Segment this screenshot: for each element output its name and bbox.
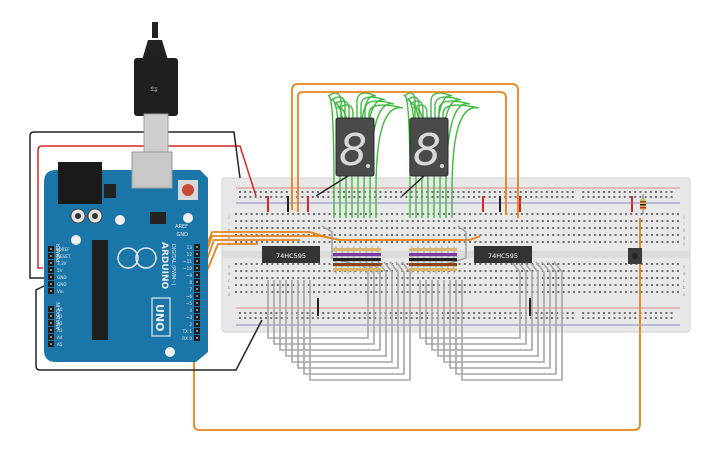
- pulldown-resistor: [640, 194, 646, 214]
- svg-text:g: g: [683, 236, 686, 241]
- shift-register-1[interactable]: 74HC595: [262, 246, 320, 263]
- resistor-array: [333, 246, 457, 274]
- atmega-chip: [92, 240, 108, 340]
- svg-text:~5: ~5: [186, 301, 193, 306]
- svg-text:j: j: [227, 214, 229, 220]
- logo-circles: [117, 247, 157, 269]
- svg-text:~9: ~9: [186, 273, 193, 278]
- usb-chip: [150, 212, 166, 224]
- analog-label: DIGITAL (PWM~): [170, 244, 176, 286]
- svg-text:8: 8: [189, 280, 192, 285]
- seven-segment-display-2[interactable]: 8: [409, 117, 449, 177]
- chip-body: [474, 246, 532, 263]
- power-header[interactable]: IOREF RESET 3.3V 5V GND GND Vin: [48, 246, 71, 294]
- svg-text:f: f: [683, 242, 685, 248]
- usb-cable: ⇆: [134, 22, 178, 155]
- svg-text:~10: ~10: [183, 266, 192, 271]
- svg-text:RX 0: RX 0: [182, 336, 192, 341]
- svg-text:A4: A4: [57, 335, 63, 340]
- seven-segment-display-1[interactable]: 8: [335, 117, 375, 177]
- svg-text:h: h: [683, 228, 686, 234]
- svg-text:~3: ~3: [186, 315, 193, 320]
- mount-hole: [165, 347, 175, 357]
- svg-text:h: h: [228, 228, 231, 234]
- svg-text:e: e: [683, 265, 686, 270]
- usb-port: [131, 151, 173, 189]
- chip-label: 74HC595: [488, 252, 518, 260]
- svg-text:3.3V: 3.3V: [57, 261, 67, 266]
- common-wire-2: [401, 175, 425, 197]
- svg-text:5V: 5V: [57, 268, 63, 273]
- svg-text:TX 1: TX 1: [182, 329, 193, 334]
- svg-text:c: c: [228, 279, 231, 284]
- display-digit: 8: [339, 125, 367, 176]
- svg-text:i: i: [228, 221, 229, 227]
- decimal-point: [440, 164, 444, 168]
- regulator: [104, 184, 116, 198]
- svg-text:j: j: [682, 214, 684, 220]
- svg-text:b: b: [228, 285, 231, 291]
- power-label: POWER: [56, 243, 62, 262]
- common-wire-1: [315, 175, 349, 197]
- arduino-uno[interactable]: ARDUINO UNO DIGITAL (PWM~) POWER ANALOG …: [44, 151, 208, 362]
- svg-text:e: e: [228, 265, 231, 270]
- svg-text:GND: GND: [57, 282, 67, 287]
- svg-text:Vin: Vin: [57, 289, 64, 294]
- decimal-point: [366, 164, 370, 168]
- arduino-brand: ARDUINO: [159, 242, 169, 290]
- svg-text:d: d: [683, 271, 686, 277]
- pushbutton[interactable]: [628, 248, 642, 264]
- shift-register-2[interactable]: 74HC595: [474, 246, 532, 263]
- svg-text:A5: A5: [57, 342, 63, 347]
- mount-hole: [71, 235, 81, 245]
- svg-text:a: a: [228, 293, 231, 298]
- svg-text:A3: A3: [57, 328, 63, 333]
- chip-body: [262, 246, 320, 263]
- svg-text:A2: A2: [57, 321, 63, 326]
- svg-text:d: d: [228, 271, 231, 277]
- svg-text:g: g: [228, 236, 231, 241]
- display-digit: 8: [413, 125, 441, 176]
- usb-icon: ⇆: [150, 85, 158, 95]
- svg-text:i: i: [683, 221, 684, 227]
- digital-header[interactable]: 13 12 ~11 ~10 ~9 8 7 ~6 ~5 4 ~3 2 TX 1 RX 0: [182, 244, 200, 341]
- svg-text:A1: A1: [57, 314, 63, 319]
- svg-text:7: 7: [189, 287, 192, 292]
- aref-label: AREF: [175, 224, 188, 230]
- analog-in-label: ANALOG IN: [56, 302, 62, 330]
- svg-text:GND: GND: [57, 275, 67, 280]
- arduino-model: UNO: [153, 304, 166, 332]
- reset-button[interactable]: [182, 184, 194, 196]
- uno-frame: [151, 297, 171, 337]
- power-wires: [29, 131, 263, 371]
- mount-hole: [115, 215, 125, 225]
- svg-text:IOREF: IOREF: [57, 247, 70, 252]
- breadboard-holes: [235, 191, 679, 319]
- svg-text:12: 12: [187, 252, 193, 257]
- svg-text:RESET: RESET: [57, 254, 71, 259]
- svg-text:a: a: [683, 293, 686, 298]
- svg-text:4: 4: [189, 308, 192, 313]
- power-jack: [58, 162, 102, 204]
- mount-hole: [183, 213, 193, 223]
- svg-text:~11: ~11: [183, 259, 192, 264]
- svg-text:~6: ~6: [186, 294, 193, 299]
- gnd-label: GND: [177, 232, 189, 238]
- svg-text:2: 2: [189, 322, 192, 327]
- chip-label: 74HC595: [276, 252, 306, 260]
- breadboard-jumpers: [267, 196, 633, 316]
- svg-text:b: b: [683, 285, 686, 291]
- svg-text:f: f: [228, 242, 230, 248]
- svg-text:13: 13: [187, 245, 193, 250]
- svg-text:c: c: [683, 279, 686, 284]
- svg-text:A0: A0: [57, 307, 63, 312]
